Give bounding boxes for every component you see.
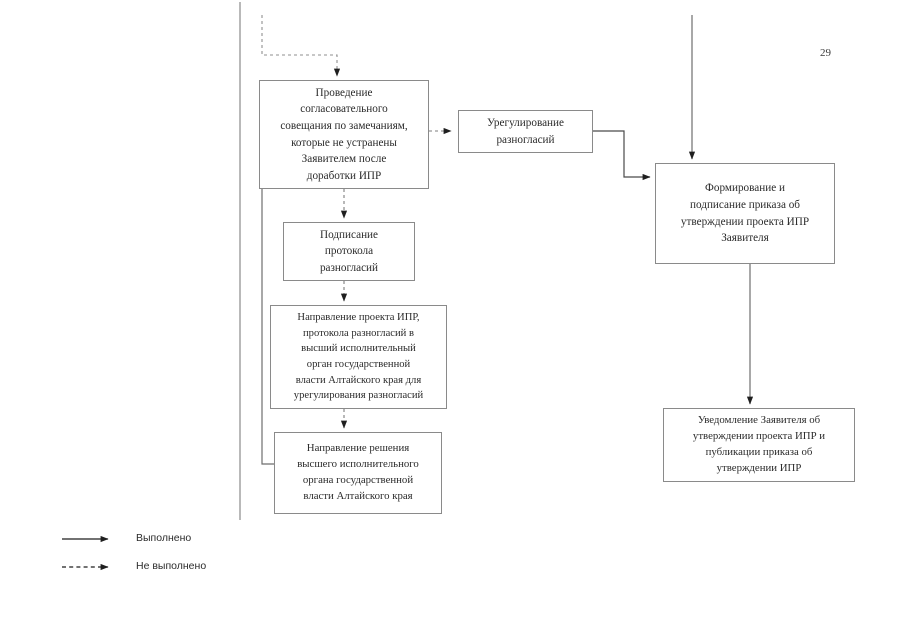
legend-label-dashed: Не выполнено bbox=[136, 560, 207, 572]
node-napravlenie-resheniya: Направление решения высшего исполнительн… bbox=[274, 432, 442, 514]
node-formirovanie: Формирование и подписание приказа об утв… bbox=[655, 163, 835, 264]
node-uregulirovanie: Урегулирование разногласий bbox=[458, 110, 593, 153]
node-text-line: Уведомление Заявителя об bbox=[697, 414, 821, 427]
page-number: 29 bbox=[820, 47, 831, 59]
node-text-line: Урегулирование bbox=[487, 116, 564, 129]
node-text-line: органа государственной bbox=[302, 474, 414, 486]
legend-label-solid: Выполнено bbox=[136, 532, 192, 544]
node-text-line: протокола bbox=[324, 245, 374, 258]
legend-item-dashed: Не выполнено bbox=[62, 560, 206, 572]
node-text-line: Подписание bbox=[319, 228, 379, 241]
node-text-line: протокола разногласий в bbox=[303, 327, 414, 339]
node-text-line: совещания по замечаниям, bbox=[280, 119, 408, 132]
node-text-line: разногласий bbox=[319, 261, 379, 274]
node-text-line: Заявителя bbox=[721, 232, 769, 245]
node-text-line: Направление решения bbox=[306, 442, 410, 455]
node-text-line: власти Алтайского края bbox=[303, 489, 413, 502]
node-provedenie: Проведение согласовательного совещания п… bbox=[259, 80, 429, 189]
node-text-line: урегулирования разногласий bbox=[293, 390, 424, 402]
edge-uregulirovanie-to-formirovanie bbox=[593, 130, 651, 181]
node-text-line: утверждении ИПР bbox=[716, 461, 802, 474]
node-text-line: высшего исполнительного bbox=[297, 458, 419, 471]
scan-artifact-line bbox=[239, 2, 241, 520]
node-text-line: подписание приказа об bbox=[690, 198, 800, 211]
node-podpisanie: Подписание протокола разногласий bbox=[283, 222, 415, 281]
node-text-line: доработки ИПР bbox=[306, 169, 382, 182]
node-text-line: орган государственной bbox=[306, 359, 411, 370]
legend-swatch-solid-arrow bbox=[62, 532, 118, 544]
node-text-line: Направление проекта ИПР, bbox=[297, 311, 420, 323]
node-text-line: утверждении проекта ИПР bbox=[680, 215, 810, 228]
node-text-line: утверждении проекта ИПР и bbox=[692, 430, 826, 443]
legend-swatch-dashed-arrow bbox=[62, 560, 118, 572]
node-text-line: которые не устранены bbox=[291, 136, 397, 149]
node-napravlenie-proekta: Направление проекта ИПР, протокола разно… bbox=[270, 305, 447, 409]
node-text-line: публикации приказа об bbox=[705, 446, 813, 458]
node-text-line: власти Алтайского края для bbox=[295, 374, 422, 386]
edge-napravlenie-resheniya-loop-up bbox=[261, 81, 275, 465]
node-text-line: согласовательного bbox=[300, 103, 388, 116]
edge-incoming-to-provedenie bbox=[261, 15, 341, 77]
node-text-line: высший исполнительный bbox=[301, 343, 416, 355]
node-text-line: Проведение bbox=[315, 86, 373, 99]
node-uvedomlenie: Уведомление Заявителя об утверждении про… bbox=[663, 408, 855, 482]
node-text-line: Формирование и bbox=[705, 182, 785, 195]
node-text-line: разногласий bbox=[496, 133, 555, 146]
legend-item-solid: Выполнено bbox=[62, 532, 191, 544]
node-text-line: Заявителем после bbox=[301, 153, 387, 166]
